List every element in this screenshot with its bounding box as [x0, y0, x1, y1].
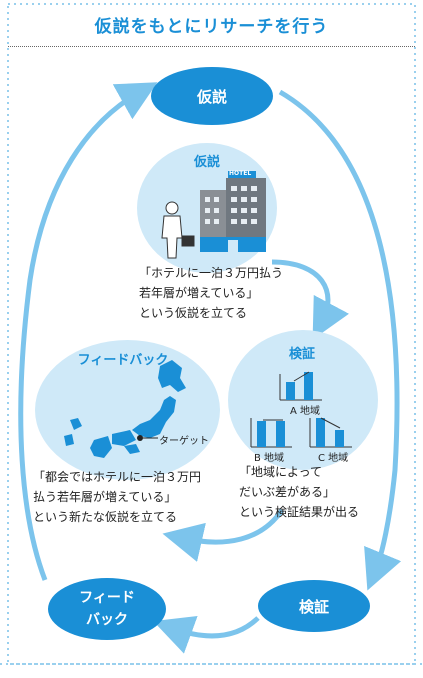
hypothesis-node: 仮説 [151, 67, 273, 125]
hotel-icon [200, 171, 266, 252]
verification-circle-title: 検証 [288, 347, 315, 362]
verification-text: 「地域によって だいぶ差がある」 という検証結果が出る [239, 465, 360, 519]
hypothesis-circle-title: 仮説 [193, 155, 220, 170]
title-divider [8, 46, 415, 47]
diagram-title: 仮説をもとにリサーチを行う [94, 17, 329, 37]
feedback-circle-title: フィードバック [77, 353, 169, 368]
chart-b-label: B 地域 [254, 453, 285, 464]
japan-map-icon [64, 360, 186, 458]
hotel-sign: HOTEL [229, 170, 252, 177]
hypothesis-node-label: 仮説 [196, 87, 227, 106]
target-label: ターゲット [159, 436, 209, 447]
feedback-node: フィード バック [48, 578, 166, 640]
feedback-text: 「都会ではホテルに一泊３万円 払う若年層が増えている」 という新たな仮説を立てる [33, 470, 202, 524]
chart-c-label: C 地域 [318, 453, 349, 464]
target-marker [137, 435, 143, 441]
verification-node-label: 検証 [298, 597, 329, 616]
feedback-circle [35, 340, 220, 480]
feedback-node-label: フィード バック [79, 590, 135, 628]
chart-a [279, 371, 322, 401]
chart-c [309, 417, 352, 448]
verification-node: 検証 [258, 580, 370, 632]
chart-b [250, 418, 292, 448]
chart-a-label: A 地域 [290, 406, 321, 417]
hypothesis-text: 「ホテルに一泊３万円払う 若年層が増えている」 という仮説を立てる [139, 266, 284, 320]
person-icon [161, 201, 195, 259]
